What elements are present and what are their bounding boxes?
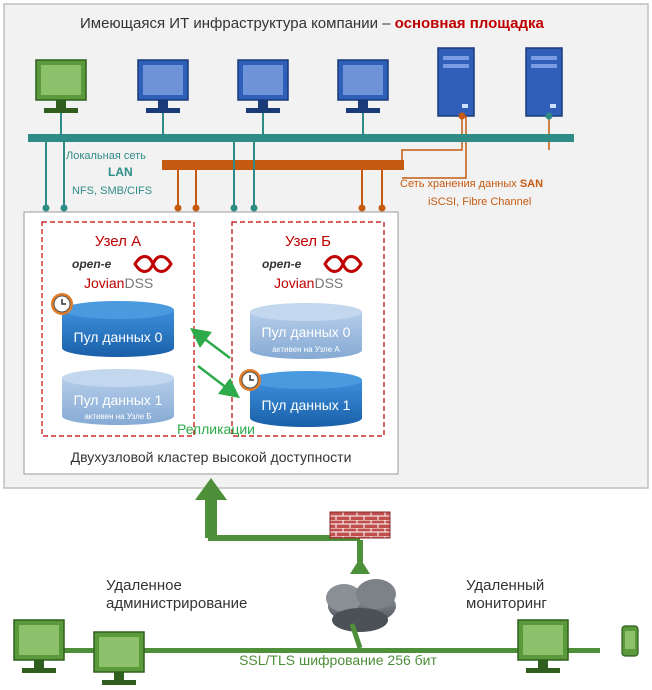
encryption-label: SSL/TLS шифрование 256 бит	[239, 652, 437, 668]
remote-admin-workstation-1	[13, 619, 65, 674]
san-label-line1: Сеть хранения данных SAN	[400, 178, 543, 190]
node-a-pool-1-label: Пул данных 1	[74, 392, 163, 408]
smartphone-icon	[621, 625, 639, 657]
remote-admin-line2: администрирование	[106, 595, 247, 612]
lan-label-line1: Локальная сеть	[66, 150, 146, 162]
node-b-brand: JovianDSS	[274, 275, 343, 291]
lan-label-line2: LAN	[108, 165, 133, 179]
node-b-brand-top: open-e	[262, 257, 302, 271]
server-2	[525, 47, 563, 117]
san-bus	[162, 160, 404, 170]
lan-label-line3: NFS, SMB/CIFS	[72, 185, 152, 197]
node-a-pool-0	[62, 301, 174, 357]
clock-icon	[238, 368, 262, 392]
remote-admin-workstation-2	[93, 631, 145, 686]
node-b-box	[231, 221, 385, 437]
cluster-caption: Двухузловой кластер высокой доступности	[71, 449, 352, 465]
remote-monitor-line1: Удаленный	[466, 577, 544, 594]
server-1	[437, 47, 475, 117]
node-a-brand-top: open-e	[72, 257, 112, 271]
san-label-line2: iSCSI, Fibre Channel	[428, 196, 531, 208]
site-title: Имеющаяся ИТ инфраструктура компании – о…	[80, 15, 544, 32]
remote-link-line	[40, 648, 600, 653]
node-b-pool-1	[250, 371, 362, 427]
node-b-pool-0-sub: активен на Узле А	[272, 345, 340, 354]
node-b-pool-0-label: Пул данных 0	[262, 324, 351, 340]
clock-icon	[50, 292, 74, 316]
cloud-icon	[326, 579, 396, 649]
node-a-pool-1-sub: активен на Узле Б	[84, 412, 151, 421]
replication-arrows	[190, 328, 240, 399]
firewall-arrow	[350, 558, 370, 574]
remote-monitor-line2: мониторинг	[466, 595, 547, 612]
firewall-icon	[329, 511, 391, 539]
replication-label: Репликации	[177, 421, 255, 437]
lan-bus	[28, 134, 574, 142]
node-b-pool-0	[250, 303, 362, 359]
remote-admin-line1: Удаленное	[106, 577, 182, 594]
node-b-title: Узел Б	[285, 233, 331, 250]
node-b-pool-1-label: Пул данных 1	[262, 397, 351, 413]
node-a-brand: JovianDSS	[84, 275, 153, 291]
node-a-pool-0-label: Пул данных 0	[74, 329, 163, 345]
remote-monitor-workstation	[517, 619, 569, 674]
node-a-pool-1	[62, 369, 174, 425]
node-a-title: Узел А	[95, 233, 141, 250]
